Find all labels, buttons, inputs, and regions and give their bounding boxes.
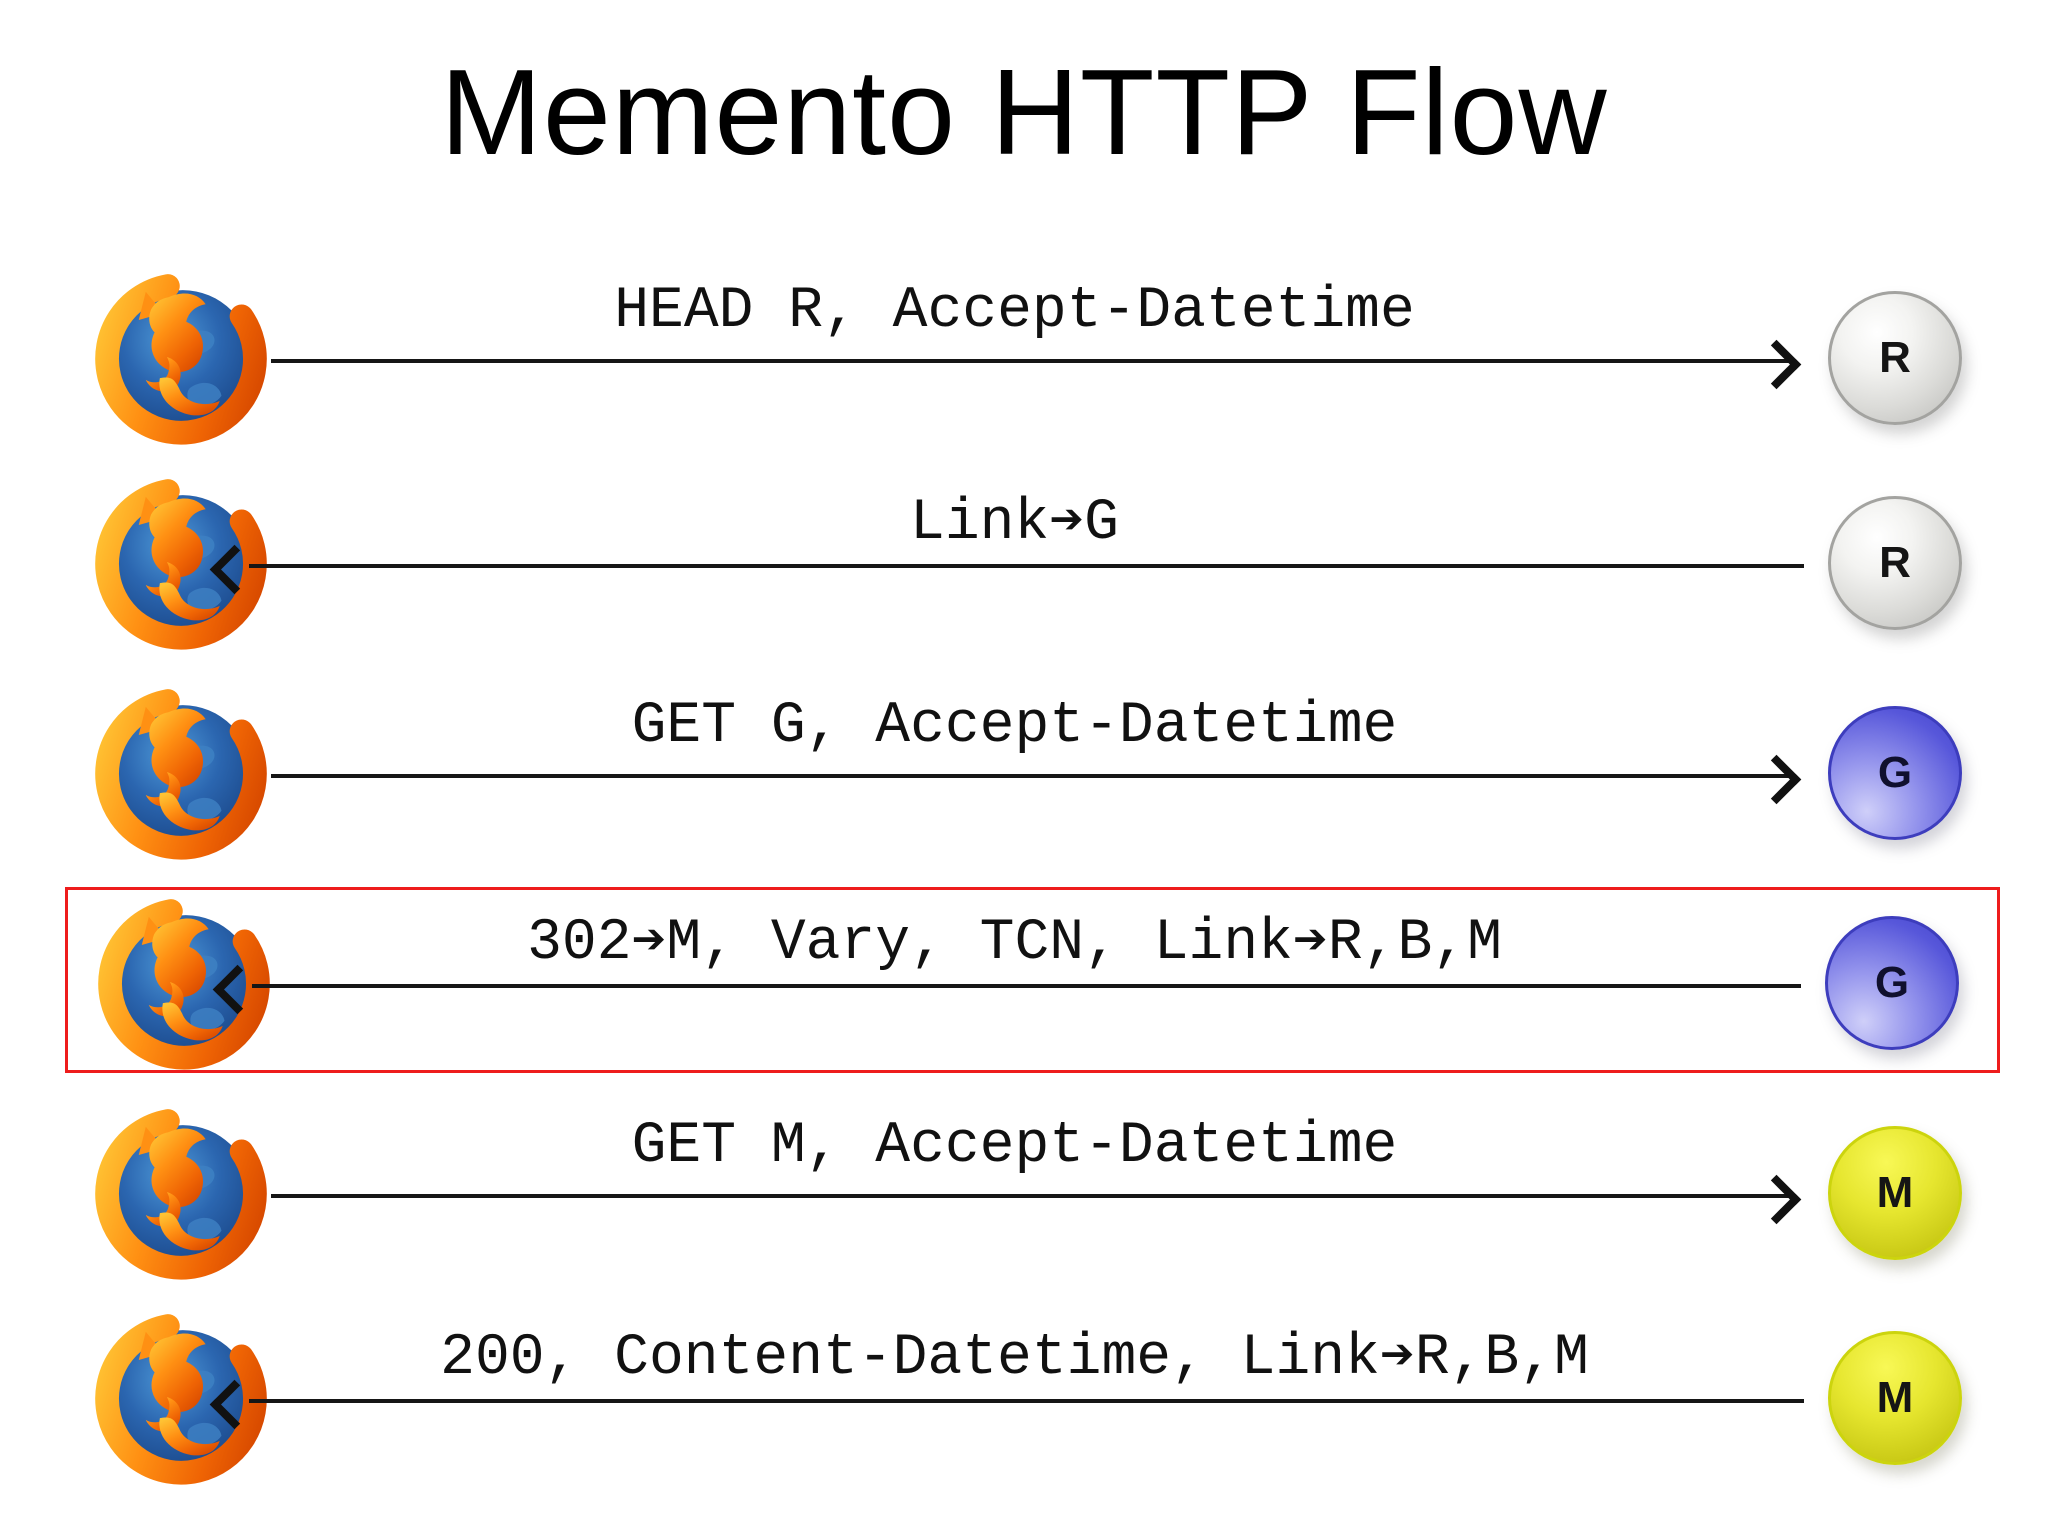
message-area: GET M, Accept-Datetime	[271, 1100, 1802, 1286]
message-area: HEAD R, Accept-Datetime	[271, 265, 1802, 451]
flow-row-5: GET M, Accept-Datetime M	[65, 1100, 2000, 1286]
memento-node-m: M	[1828, 1126, 1962, 1260]
http-message-label: GET M, Accept-Datetime	[631, 1114, 1398, 1179]
http-message-label: 302➔M, Vary, TCN, Link➔R,B,M	[527, 911, 1502, 976]
arrow-line	[209, 1379, 1804, 1430]
message-area: Link➔G	[209, 470, 1804, 656]
arrowhead-right-icon	[1751, 339, 1802, 390]
arrow-line	[209, 544, 1804, 595]
timegate-node-g: G	[1825, 916, 1959, 1050]
memento-node-m: M	[1828, 1331, 1962, 1465]
arrowhead-right-icon	[1751, 754, 1802, 805]
message-area: 302➔M, Vary, TCN, Link➔R,B,M	[212, 890, 1801, 1070]
firefox-icon	[93, 684, 269, 860]
arrowhead-right-icon	[1751, 1174, 1802, 1225]
firefox-icon	[93, 1104, 269, 1280]
http-message-label: GET G, Accept-Datetime	[631, 694, 1398, 759]
message-area: GET G, Accept-Datetime	[271, 680, 1802, 866]
flow-row-6: 200, Content-Datetime, Link➔R,B,M M	[65, 1305, 2000, 1491]
node-letter: R	[1879, 538, 1911, 587]
arrow-line	[271, 339, 1802, 390]
arrow-line	[212, 964, 1801, 1015]
node-letter: M	[1876, 1373, 1914, 1422]
flow-row-2: Link➔G R	[65, 470, 2000, 656]
firefox-icon	[93, 269, 269, 445]
http-message-label: 200, Content-Datetime, Link➔R,B,M	[440, 1326, 1589, 1391]
timegate-node-g: G	[1828, 706, 1962, 840]
http-message-label: HEAD R, Accept-Datetime	[614, 279, 1415, 344]
flow-row-4-highlighted: 302➔M, Vary, TCN, Link➔R,B,M G	[65, 887, 2000, 1073]
node-letter: G	[1874, 958, 1910, 1007]
resource-node-r: R	[1828, 496, 1962, 630]
resource-node-r: R	[1828, 291, 1962, 425]
http-message-label: Link➔G	[910, 491, 1119, 556]
node-letter: G	[1877, 748, 1913, 797]
page-title: Memento HTTP Flow	[440, 44, 1608, 180]
arrow-line	[271, 754, 1802, 805]
message-area: 200, Content-Datetime, Link➔R,B,M	[209, 1305, 1804, 1491]
arrow-line	[271, 1174, 1802, 1225]
node-letter: R	[1879, 333, 1911, 382]
flow-row-3: GET G, Accept-Datetime G	[65, 680, 2000, 866]
node-letter: M	[1876, 1168, 1914, 1217]
flow-row-1: HEAD R, Accept-Datetime R	[65, 265, 2000, 451]
